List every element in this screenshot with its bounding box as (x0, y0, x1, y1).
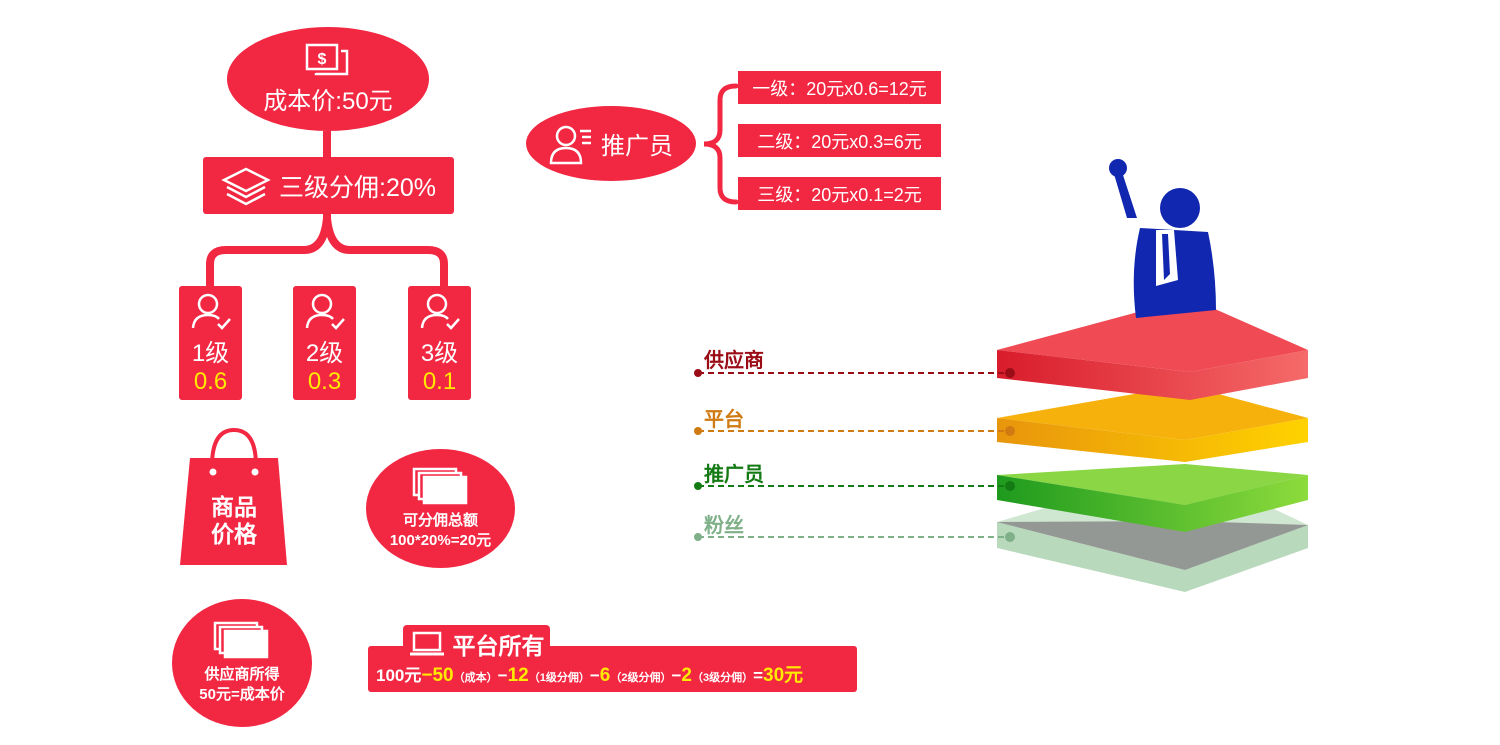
promoter-oval: 推广员 (526, 106, 696, 181)
formula-level2: 6 (599, 665, 611, 686)
platform-share-title: 平台所有 (452, 633, 545, 659)
platform-share-tab: 平台所有 (403, 625, 550, 663)
product-price-line2: 价格 (211, 521, 257, 547)
platform-formula: 100元−50（成本）−12（1级分佣）−6（2级分佣）−2（3级分佣）=30元 (376, 660, 803, 687)
product-price-label: 商品 价格 (180, 494, 288, 548)
formula-level2-note: （2级分佣） (610, 672, 672, 684)
person-list-icon (549, 125, 591, 164)
connector-line (323, 131, 331, 158)
formula-equals: = (753, 666, 764, 685)
level-rate: 0.6 (193, 367, 228, 395)
formula-start: 100元 (376, 666, 422, 685)
formula-cost: 50 (432, 665, 454, 686)
svg-text:$: $ (318, 51, 327, 68)
layer-label-fans: 粉丝 (704, 515, 744, 537)
supplier-income-line2: 50元=成本价 (199, 686, 285, 703)
total-commission-line2: 100*20%=20元 (389, 531, 492, 549)
formula-op: − (421, 665, 433, 686)
level-bracket (206, 214, 448, 288)
level-name: 3级 (420, 339, 459, 367)
layer-label-supplier: 供应商 (704, 350, 764, 372)
cards-stack-icon (213, 621, 269, 659)
calc-brace (703, 83, 738, 205)
laptop-icon (409, 631, 444, 656)
commission-rate-label: 三级分佣:20% (279, 173, 436, 202)
user-check-icon (420, 293, 460, 330)
formula-level1-note: （1级分佣） (528, 672, 590, 684)
total-commission-line1: 可分佣总额 (402, 511, 478, 529)
level-card-3: 3级 0.1 (408, 286, 471, 400)
formula-op: − (589, 666, 600, 685)
layer-legend-lines (694, 368, 1015, 542)
formula-cost-note: （成本） (453, 672, 498, 684)
user-check-icon (191, 293, 231, 330)
user-check-icon (305, 293, 345, 330)
formula-level1: 12 (507, 665, 529, 686)
cost-price-oval: $ 成本价:50元 (227, 27, 429, 131)
layer-stack-graphic (997, 159, 1308, 592)
formula-result: 30元 (763, 665, 804, 686)
formula-op: − (497, 666, 508, 685)
formula-op: − (671, 666, 682, 685)
product-price-line1: 商品 (211, 494, 257, 520)
layer-label-platform: 平台 (704, 409, 744, 431)
layers-icon (221, 167, 271, 205)
formula-level3-note: （3级分佣） (691, 672, 754, 684)
calc-row-3: 三级：20元x0.1=2元 (738, 177, 941, 210)
level-rate: 0.3 (307, 367, 342, 395)
promoter-label: 推广员 (601, 133, 673, 160)
layer-label-promoter: 推广员 (704, 464, 764, 486)
level-card-2: 2级 0.3 (293, 286, 356, 400)
commission-rate-box: 三级分佣:20% (203, 157, 454, 214)
calc-row-2: 二级：20元x0.3=6元 (738, 124, 941, 157)
formula-level3: 2 (681, 665, 692, 686)
supplier-income-circle: 供应商所得 50元=成本价 (172, 599, 312, 727)
shopping-bag-icon (180, 428, 287, 565)
total-commission-circle: 可分佣总额 100*20%=20元 (366, 449, 515, 568)
level-name: 1级 (191, 339, 230, 367)
level-name: 2级 (305, 339, 344, 367)
supplier-income-line1: 供应商所得 (204, 666, 280, 683)
dollar-bill-icon: $ (305, 43, 349, 75)
cost-price-label: 成本价:50元 (263, 87, 393, 115)
level-rate: 0.1 (422, 367, 457, 395)
calc-row-1: 一级：20元x0.6=12元 (738, 71, 941, 104)
level-card-1: 1级 0.6 (179, 286, 242, 400)
cards-stack-icon (412, 467, 467, 504)
